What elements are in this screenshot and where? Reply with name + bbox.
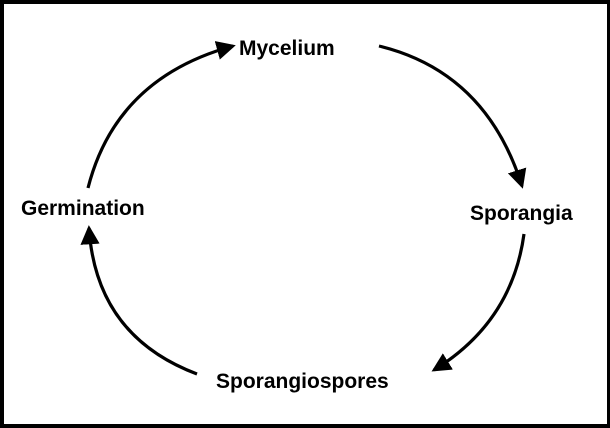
node-sporangia: Sporangia: [470, 202, 573, 225]
node-germination: Germination: [21, 197, 145, 220]
arrow-sporangiospores-to-germination: [80, 225, 198, 376]
cycle-arrows: [80, 41, 527, 376]
arrow-sporangia-to-sporangiospores: [431, 233, 526, 372]
node-mycelium: Mycelium: [239, 37, 335, 60]
arrow-germination-to-mycelium: [86, 41, 236, 189]
arrow-mycelium-to-sporangia: [378, 44, 527, 189]
node-sporangiospores: Sporangiospores: [216, 370, 389, 393]
